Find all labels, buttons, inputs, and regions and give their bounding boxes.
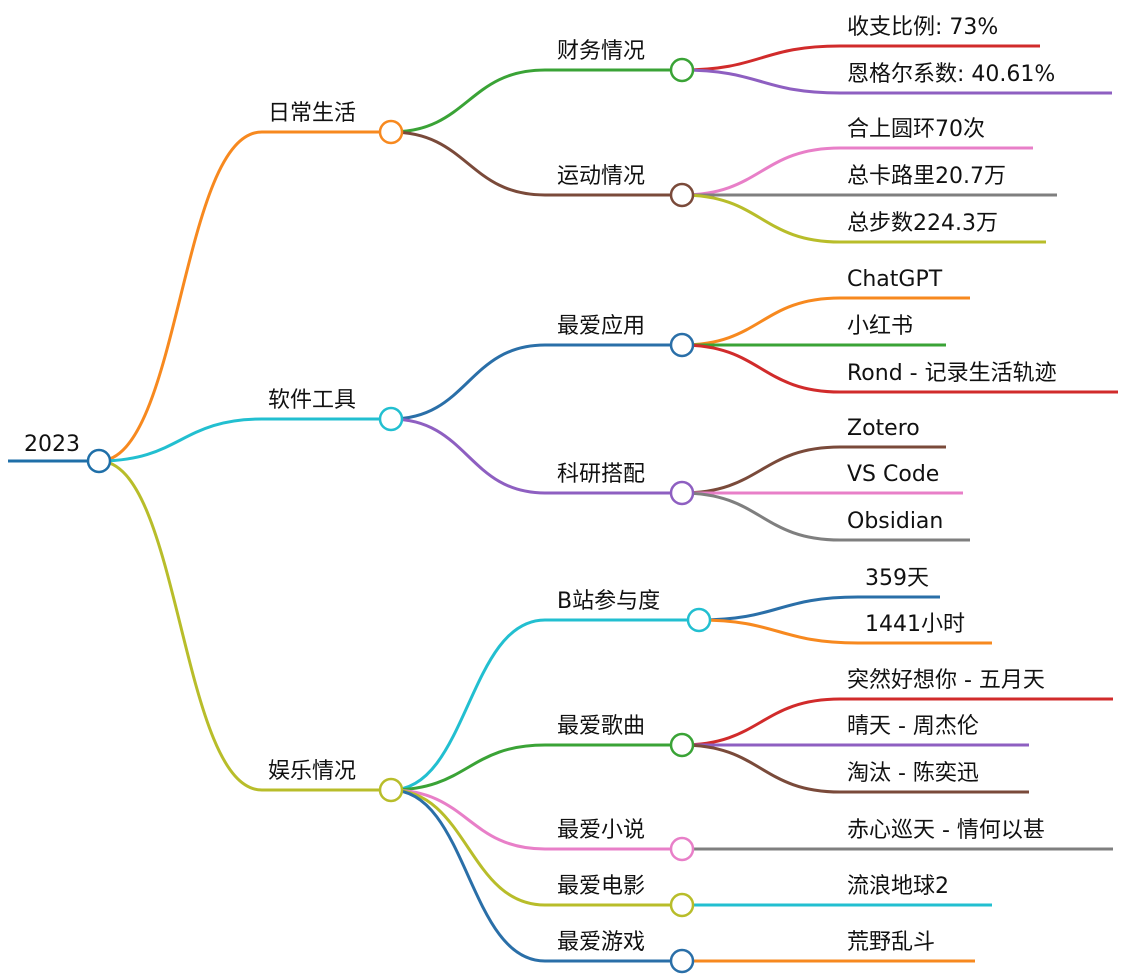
topic-to-leaf-edge [681,146,841,197]
topic-node[interactable] [669,332,695,358]
root-to-branch-edge [98,459,263,792]
topic-to-leaf-edge [698,595,859,622]
branch-label: 软件工具 [268,388,356,413]
leaf-label: 荒野乱斗 [847,930,935,955]
topic-label: B站参与度 [557,589,660,614]
labels-layer: 2023 日常生活 财务情况 收支比例: 73% 恩格尔系数: 40.61% 运动情况 合上… [24,15,1057,955]
branch-label: 娱乐情况 [268,759,356,784]
topic-label: 最爱应用 [557,314,645,339]
branch-node[interactable] [378,777,404,803]
leaf-label: 淘汰 - 陈奕迅 [847,761,979,786]
topic-to-leaf-edge [681,491,841,542]
branch-to-topic-edge [390,130,546,197]
leaf-label: ChatGPT [847,267,943,292]
topic-node[interactable] [669,480,695,506]
topic-to-leaf-edge [681,743,841,794]
leaf-label: 恩格尔系数: 40.61% [847,62,1055,87]
topic-label: 最爱电影 [557,874,645,899]
leaf-label: 突然好想你 - 五月天 [847,668,1045,693]
leaf-label: 1441小时 [865,612,965,637]
topic-label: 科研搭配 [557,462,645,487]
topic-label: 最爱小说 [557,818,645,843]
branch-node[interactable] [378,406,404,432]
branch-to-topic-edge [390,788,546,907]
topic-label: 最爱歌曲 [557,714,645,739]
leaf-label: 流浪地球2 [847,874,949,899]
leaf-label: 总卡路里20.7万 [847,164,1006,189]
branch-to-topic-edge [390,743,546,792]
branch-to-topic-edge [390,417,546,495]
branch-label: 日常生活 [268,101,356,126]
topic-node[interactable] [669,732,695,758]
node-circles-layer [86,57,712,974]
branch-to-topic-edge [390,788,546,851]
root-label: 2023 [24,432,80,457]
root-to-branch-edge [98,417,263,463]
topic-to-leaf-edge [681,44,841,72]
root-to-branch-edge [98,130,263,463]
topic-to-leaf-edge [681,697,841,747]
branch-to-topic-edge [390,343,546,421]
leaf-label: VS Code [847,462,939,487]
topic-label: 财务情况 [557,39,645,64]
topic-node[interactable] [686,607,712,633]
branch-to-topic-edge [390,618,546,792]
branch-to-topic-edge [390,788,546,963]
leaf-label: 359天 [865,566,929,591]
branch-node[interactable] [378,119,404,145]
edges-layer [98,44,859,963]
leaf-label: 合上圆环70次 [847,117,985,142]
leaf-label: 晴天 - 周杰伦 [847,714,979,739]
topic-to-leaf-edge [698,618,859,645]
leaf-label: 总步数224.3万 [847,211,998,236]
topic-node[interactable] [669,182,695,208]
underlines-layer [8,44,1118,963]
topic-to-leaf-edge [681,445,841,495]
topic-to-leaf-edge [681,68,841,95]
leaf-label: Obsidian [847,509,943,534]
topic-label: 最爱游戏 [557,930,645,955]
topic-node[interactable] [669,836,695,862]
root-node[interactable] [86,448,112,474]
topic-node[interactable] [669,948,695,974]
leaf-label: Zotero [847,416,920,441]
topic-to-leaf-edge [681,296,841,347]
topic-node[interactable] [669,57,695,83]
topic-node[interactable] [669,892,695,918]
topic-label: 运动情况 [557,164,645,189]
leaf-label: 收支比例: 73% [847,15,998,40]
branch-to-topic-edge [390,68,546,134]
leaf-label: 赤心巡天 - 情何以甚 [847,818,1045,843]
topic-to-leaf-edge [681,193,841,244]
leaf-label: 小红书 [847,314,913,339]
topic-to-leaf-edge [681,343,841,394]
leaf-label: Rond - 记录生活轨迹 [847,361,1057,386]
